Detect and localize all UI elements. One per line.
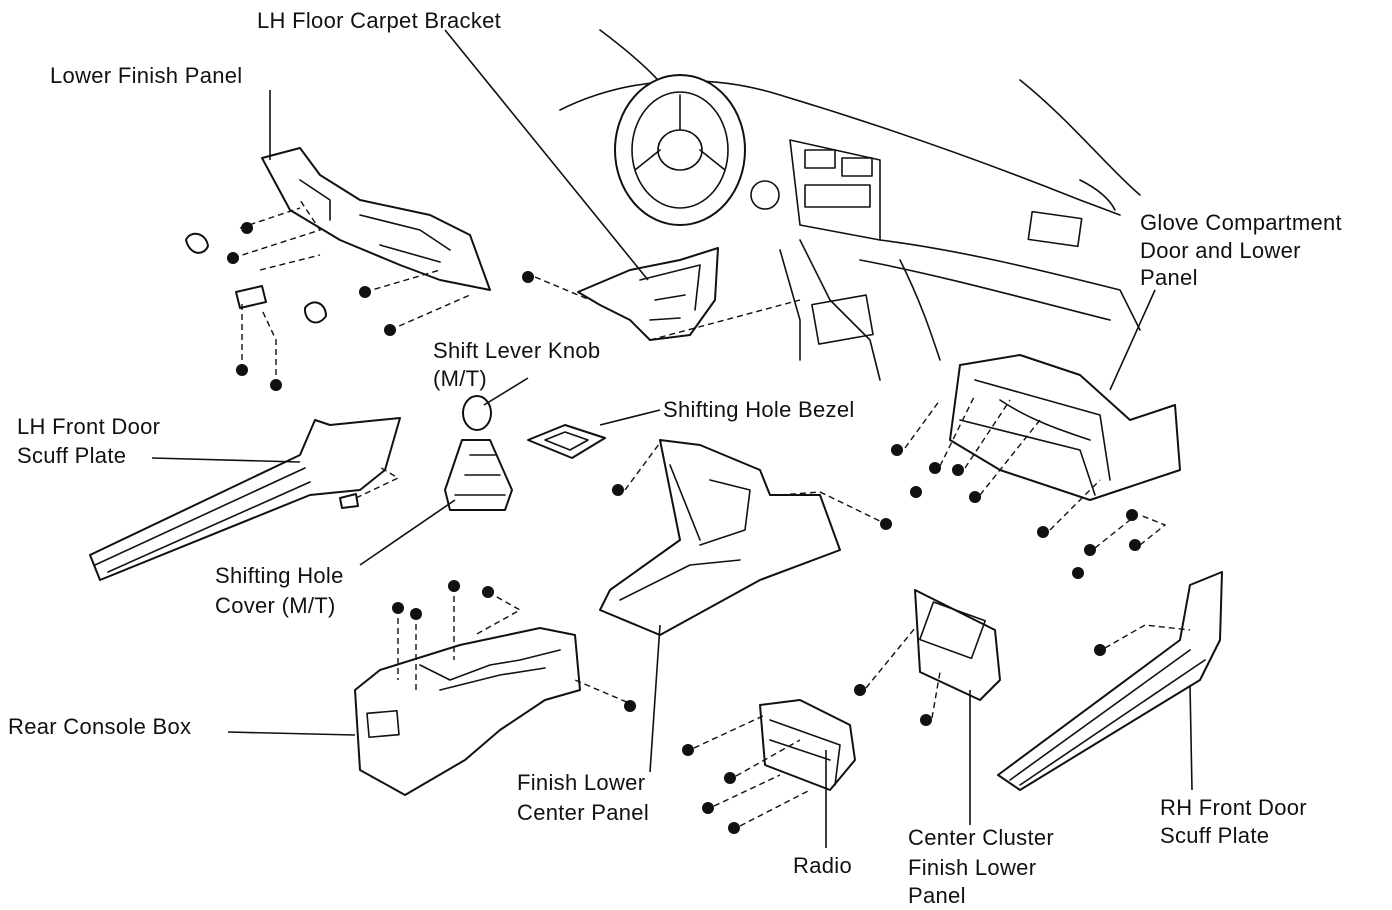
lh-front-door-scuff-plate-part xyxy=(89,417,401,581)
label-lower-finish-panel: Lower Finish Panel xyxy=(50,63,243,88)
shifting-hole-cover-part xyxy=(444,439,513,511)
label-shift-lever-knob-line2: (M/T) xyxy=(433,366,487,391)
label-rh-front-door-line2: Scuff Plate xyxy=(1160,823,1269,848)
label-shifting-hole-cover-line2: Cover (M/T) xyxy=(215,593,336,618)
label-center-cluster-line1: Center Cluster xyxy=(908,825,1054,850)
radio-part xyxy=(759,699,856,791)
label-glove-compartment-line2: Door and Lower xyxy=(1140,238,1301,263)
label-rear-console-box: Rear Console Box xyxy=(8,714,191,739)
center-cluster-finish-lower-panel-part xyxy=(914,589,1001,701)
shifting-hole-bezel-part xyxy=(527,424,606,459)
glove-compartment-part xyxy=(949,354,1181,501)
label-glove-compartment-line3: Panel xyxy=(1140,265,1198,290)
label-finish-lower-center-line2: Center Panel xyxy=(517,800,649,825)
label-finish-lower-center-line1: Finish Lower xyxy=(517,770,645,795)
label-radio: Radio xyxy=(793,853,852,878)
dashboard-illustration xyxy=(559,29,1141,381)
label-shift-lever-knob-line1: Shift Lever Knob xyxy=(433,338,600,363)
rear-console-box-part xyxy=(354,627,581,796)
label-lh-front-door-line2: Scuff Plate xyxy=(17,443,126,468)
label-shifting-hole-bezel: Shifting Hole Bezel xyxy=(663,397,855,422)
shift-lever-knob-part xyxy=(462,395,492,431)
label-center-cluster-line2: Finish Lower xyxy=(908,855,1036,880)
rh-front-door-scuff-plate-part xyxy=(997,571,1223,791)
label-lh-front-door-line1: LH Front Door xyxy=(17,414,160,439)
label-glove-compartment-line1: Glove Compartment xyxy=(1140,210,1342,235)
lh-floor-carpet-bracket-part xyxy=(577,247,719,341)
alignment-lines xyxy=(232,199,1191,827)
label-center-cluster-line3: Panel xyxy=(908,883,966,908)
lower-finish-panel-part xyxy=(261,147,491,291)
finish-lower-center-panel-part xyxy=(599,439,841,636)
label-rh-front-door-line1: RH Front Door xyxy=(1160,795,1307,820)
leader-lines xyxy=(151,29,1193,848)
label-lh-floor-carpet-bracket: LH Floor Carpet Bracket xyxy=(257,8,501,33)
label-shifting-hole-cover-line1: Shifting Hole xyxy=(215,563,344,588)
